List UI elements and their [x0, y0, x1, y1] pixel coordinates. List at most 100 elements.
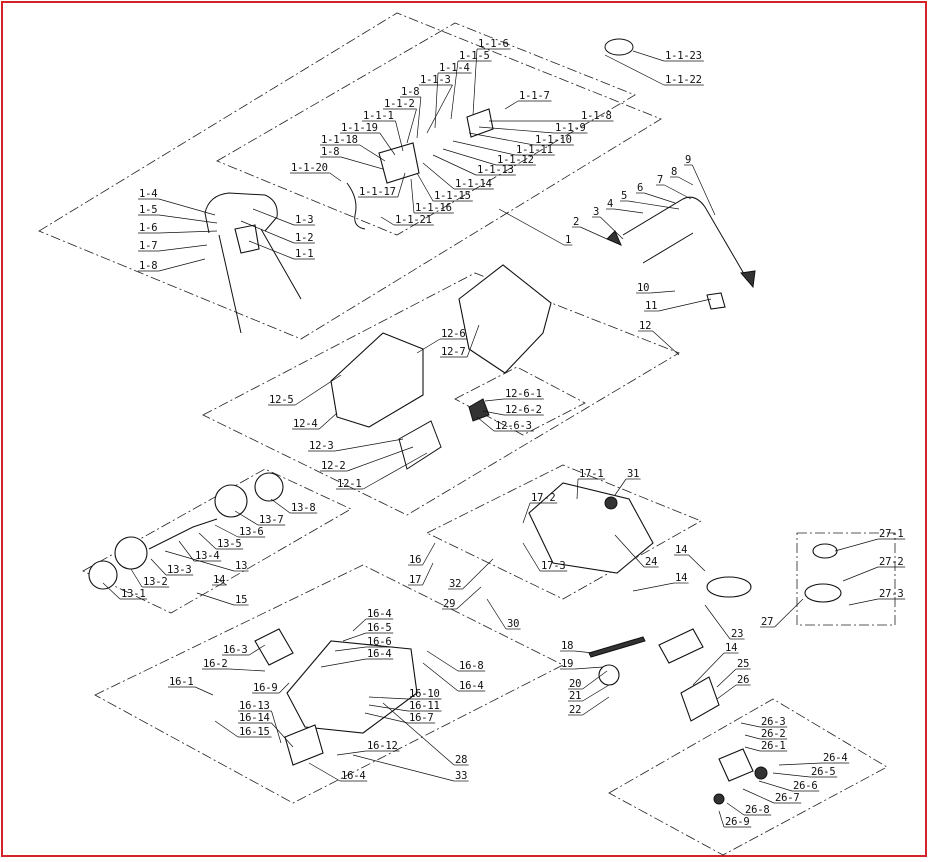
- callout-leader: [196, 592, 235, 606]
- callout-leader: [416, 172, 434, 202]
- callout-label: 1-1-19: [341, 122, 378, 134]
- callout-label: 1-1-20: [291, 162, 328, 174]
- deck-lower-shape: [286, 640, 418, 734]
- callout: 1-1-3: [419, 74, 453, 134]
- callout: 1-1-16: [410, 178, 454, 214]
- callout-leader: [580, 226, 608, 240]
- callout: 16-9: [252, 682, 290, 694]
- callout-leader: [216, 578, 227, 586]
- callout-leader: [504, 100, 519, 110]
- callout-label: 17-3: [541, 560, 566, 572]
- callout-leader: [271, 710, 282, 744]
- callout: 27: [760, 598, 804, 628]
- callout-leader: [574, 650, 594, 654]
- upper-handle-shape: [622, 196, 748, 280]
- callout-label: 12-6-3: [495, 420, 532, 432]
- callout-leader: [758, 780, 793, 792]
- callout: 1-1-9: [478, 122, 588, 134]
- callout-leader: [271, 722, 294, 748]
- callout-leader: [214, 524, 239, 538]
- callout-label: 1-1-5: [459, 50, 490, 62]
- callout-leader: [426, 84, 453, 134]
- callout: 1-1: [248, 240, 315, 260]
- callout: 26-4: [778, 752, 850, 766]
- callout-leader: [478, 126, 555, 134]
- callout-leader: [249, 644, 266, 656]
- callout-label: 26-3: [761, 716, 786, 728]
- callout: 8: [670, 166, 694, 186]
- callout-label: 27: [761, 616, 773, 628]
- callout: 1-3: [252, 208, 315, 226]
- callout: 21: [568, 684, 610, 702]
- callout-leader: [397, 172, 406, 198]
- callout-label: 16-1: [169, 676, 194, 688]
- callout-label: 12-1: [337, 478, 362, 490]
- callout-leader: [614, 208, 644, 214]
- callout-leader: [522, 542, 541, 572]
- wheel-front-outer-shape: [88, 560, 118, 590]
- callout-leader: [342, 632, 367, 642]
- callout-leader: [628, 200, 680, 210]
- callout-leader: [422, 662, 459, 692]
- callout: 1-6: [138, 222, 218, 234]
- callout-label: 1-2: [295, 232, 313, 244]
- callout-leader: [130, 568, 143, 588]
- callout-label: 16-12: [367, 740, 398, 752]
- callout-leader: [422, 562, 434, 586]
- callout: 19: [560, 658, 604, 670]
- callout-leader: [600, 216, 624, 240]
- callout-label: 13-4: [195, 550, 220, 562]
- callout-leader: [452, 140, 516, 156]
- callout: 9: [684, 154, 716, 216]
- callout-label: 1-1-2: [384, 98, 415, 110]
- callout-label: 13-7: [259, 514, 284, 526]
- callout-leader: [426, 650, 459, 672]
- callout: 1-1-20: [290, 162, 342, 182]
- handle-frame-shape: [204, 192, 302, 334]
- callout-leader: [774, 598, 804, 628]
- callout: 13: [164, 550, 249, 572]
- callout: 16-15: [214, 720, 272, 738]
- callout-leader: [395, 120, 404, 152]
- callout: 1-1-14: [422, 162, 494, 190]
- group-deck-lower: [94, 564, 564, 804]
- callout-label: 1-1-7: [519, 90, 550, 102]
- callout-leader: [234, 510, 259, 526]
- callout-leader: [336, 750, 367, 756]
- callout: 16-3: [222, 644, 266, 656]
- callout-label: 16-10: [409, 688, 440, 700]
- callout-label: 12-2: [321, 460, 346, 472]
- callout: 24: [614, 534, 659, 568]
- callout: 1-1-19: [340, 122, 396, 156]
- callout-leader: [456, 586, 482, 610]
- callout-label: 16: [409, 554, 421, 566]
- callout-label: 1-1-14: [455, 178, 492, 190]
- callout-leader: [574, 666, 604, 670]
- callout: 26-2: [744, 728, 788, 740]
- callout: 16-12: [336, 740, 400, 756]
- callout-label: 17: [409, 574, 421, 586]
- callout: 18: [560, 640, 594, 654]
- callout-label: 22: [569, 704, 581, 716]
- callout: 11: [644, 298, 712, 312]
- callout-leader: [363, 452, 428, 490]
- callout-leader: [229, 668, 266, 672]
- callout-label: 16-3: [223, 644, 248, 656]
- callout-label: 16-4: [459, 680, 484, 692]
- callout-leader: [329, 172, 342, 182]
- callout: 4: [606, 198, 644, 214]
- callout-label: 12-6-1: [505, 388, 542, 400]
- callout-label: 1-1-13: [477, 164, 514, 176]
- callout: 16-4: [352, 608, 394, 632]
- callout-leader: [270, 498, 291, 514]
- callout: 13-4: [178, 540, 222, 562]
- callout-leader: [352, 618, 367, 632]
- callout-leader: [320, 658, 367, 668]
- callout: 26-5: [772, 766, 838, 778]
- callout: 1-1-10: [468, 132, 574, 146]
- callout-label: 26-5: [811, 766, 836, 778]
- callout-label: 17-2: [531, 492, 556, 504]
- callout-label: 1-1-10: [535, 134, 572, 146]
- callout-leader: [410, 178, 415, 214]
- callout: 14: [632, 572, 689, 592]
